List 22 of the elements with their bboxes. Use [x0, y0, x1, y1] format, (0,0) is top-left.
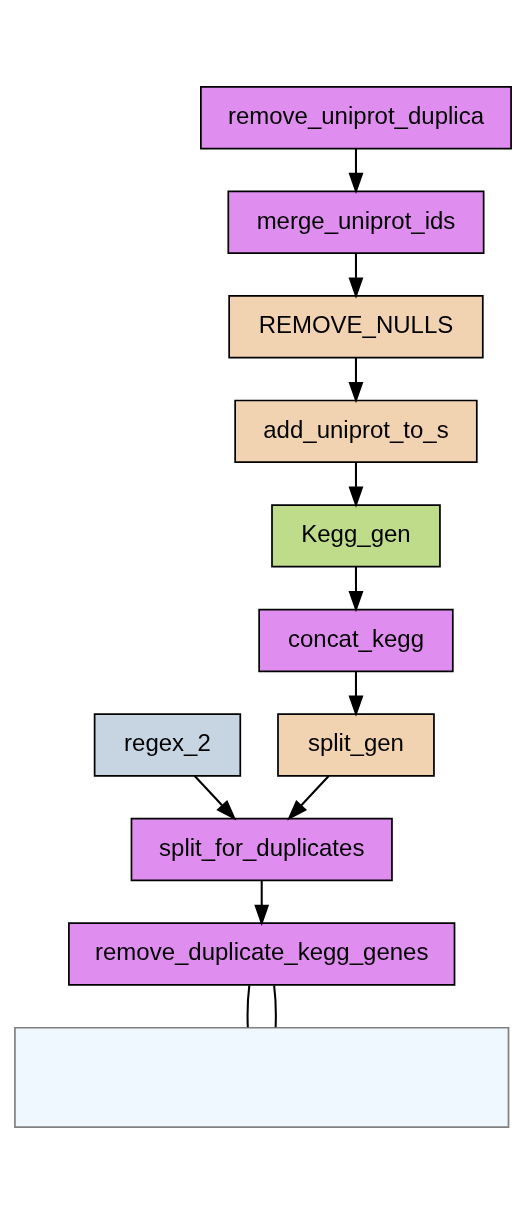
arrow	[348, 670, 364, 717]
node-box: regex_2	[93, 712, 242, 777]
node-box: merge_uniprot_ids	[227, 190, 485, 254]
arrow	[287, 774, 330, 821]
node-box	[14, 1026, 510, 1128]
arrow	[348, 461, 364, 508]
arrow	[193, 774, 237, 821]
connector	[246, 984, 251, 1027]
node-box: remove_uniprot_duplica	[200, 85, 512, 149]
arrow	[348, 148, 364, 194]
node-box: Kegg_gen	[271, 503, 441, 568]
arrow	[348, 252, 364, 299]
node-box: split_gen	[277, 712, 435, 777]
node-box: add_uniprot_to_s	[234, 399, 478, 463]
arrow	[254, 879, 270, 926]
arrow	[348, 357, 364, 403]
node-box: REMOVE_NULLS	[228, 294, 484, 358]
node-box: remove_duplicate_kegg_genes	[68, 921, 456, 986]
connector	[273, 984, 277, 1027]
arrow	[348, 566, 364, 612]
node-box: split_for_duplicates	[130, 817, 393, 881]
node-box: concat_kegg	[258, 608, 454, 672]
